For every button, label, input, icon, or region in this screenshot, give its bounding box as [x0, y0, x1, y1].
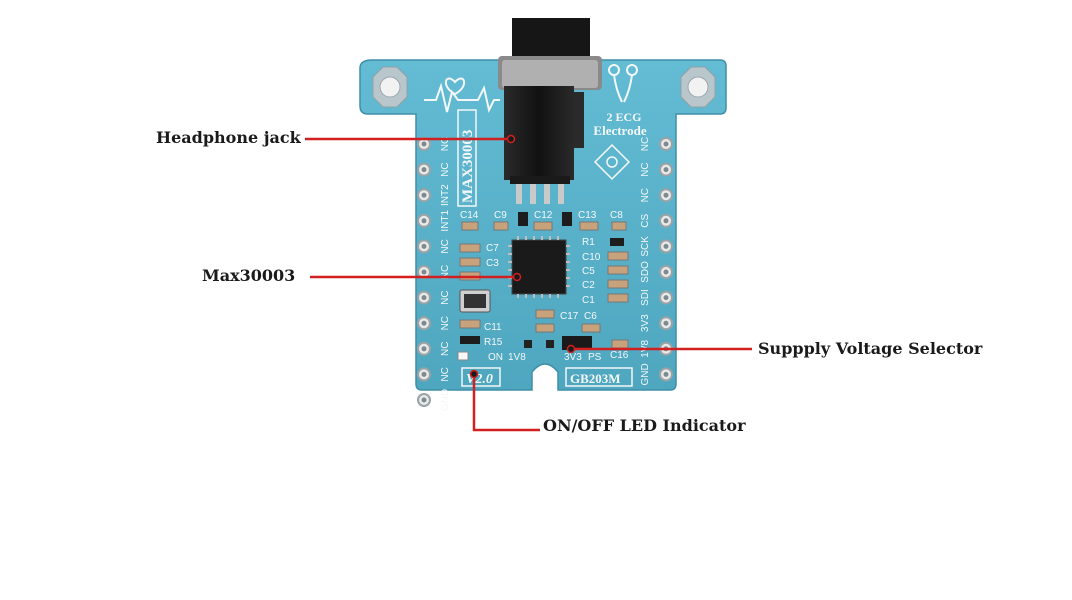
label-c12: C12 — [534, 210, 553, 221]
right-pin-label: CS — [640, 214, 651, 228]
label-ps: PS — [588, 352, 602, 363]
left-pin-hole — [421, 167, 427, 173]
label-1v8: 1V8 — [508, 352, 526, 363]
electrode-icon — [608, 64, 638, 103]
right-pin-label: GND — [640, 363, 651, 385]
dot-max30003 — [512, 272, 522, 282]
leader-lines — [305, 137, 752, 432]
leader-dots — [469, 134, 576, 379]
left-pin-label: INT1 — [440, 210, 451, 232]
right-pin-label: 3V3 — [640, 314, 651, 332]
left-pin-hole — [421, 269, 427, 275]
label-c6: C6 — [584, 311, 597, 322]
label-c5: C5 — [582, 266, 595, 277]
chip-outline-icon — [593, 143, 631, 181]
callout-led-indicator: ON/OFF LED Indicator — [543, 416, 746, 435]
label-c2: C2 — [582, 280, 595, 291]
smd-components — [457, 212, 629, 361]
left-pin-label: GND — [440, 389, 451, 411]
label-r1: R1 — [582, 237, 595, 248]
ecg-label-line1: 2 ECG — [606, 110, 641, 124]
label-c8: C8 — [610, 210, 623, 221]
right-pin-hole — [663, 141, 669, 147]
right-pin-hole — [663, 192, 669, 198]
left-pin-hole — [421, 218, 427, 224]
left-pin-hole — [421, 320, 427, 326]
label-c17: C17 — [560, 311, 579, 322]
max30003-chip — [508, 236, 570, 298]
ecg-label-line2: Electrode — [593, 123, 646, 138]
right-pin-label: SCK — [640, 236, 651, 257]
leader-led-indicator — [472, 374, 540, 432]
left-pin-hole — [421, 397, 427, 403]
label-r15: R15 — [484, 337, 503, 348]
right-pin-hole — [663, 218, 669, 224]
label-c9: C9 — [494, 210, 507, 221]
label-3v3: 3V3 — [564, 352, 582, 363]
left-pin-hole — [421, 346, 427, 352]
left-pin-hole — [421, 295, 427, 301]
chip-name-silkscreen: MAX30003 — [460, 130, 476, 203]
callout-max30003: Max30003 — [202, 266, 296, 285]
label-c3: C3 — [486, 258, 499, 269]
right-pin-label: NC — [640, 162, 651, 176]
left-pin-hole — [421, 141, 427, 147]
right-pin-label: NC — [640, 188, 651, 202]
dot-headphone-jack — [506, 134, 516, 144]
label-c11: C11 — [484, 322, 502, 333]
left-pin-label: NC — [440, 342, 451, 356]
left-pin-label: NC — [440, 162, 451, 176]
left-pin-label: NC — [440, 367, 451, 381]
label-c13: C13 — [578, 210, 597, 221]
right-pin-hole — [663, 269, 669, 275]
left-pin-label: NC — [440, 239, 451, 253]
left-pin-hole — [421, 243, 427, 249]
label-c14: C14 — [460, 210, 479, 221]
label-c1: C1 — [582, 295, 595, 306]
right-pin-hole — [663, 371, 669, 377]
pcb-board: 2 ECG Electrode MAX30003 NCNCINT2INT1NCN… — [359, 59, 727, 411]
right-pin-hole — [663, 243, 669, 249]
mount-hole-right — [680, 66, 716, 108]
right-pin-hole — [663, 167, 669, 173]
callout-headphone-jack: Headphone jack — [156, 128, 301, 147]
left-pin-label: NC — [440, 265, 451, 279]
heart-ecg-logo — [424, 77, 500, 113]
right-pin-label: SDO — [640, 261, 651, 283]
dot-led-indicator — [469, 369, 479, 379]
right-pin-label: SDI — [640, 289, 651, 306]
right-pin-label: NC — [640, 137, 651, 151]
model-silkscreen: GB203M — [570, 371, 621, 386]
right-pin-hole — [663, 320, 669, 326]
mount-hole-left — [372, 66, 408, 108]
left-pin-label: INT2 — [440, 184, 451, 206]
right-pin-hole — [663, 295, 669, 301]
label-c16: C16 — [610, 350, 629, 361]
callout-supply-selector: Suppply Voltage Selector — [758, 339, 983, 358]
label-c10: C10 — [582, 252, 601, 263]
left-pin-hole — [421, 192, 427, 198]
left-pin-label: NC — [440, 137, 451, 151]
dot-supply-selector — [566, 344, 576, 354]
label-on: ON — [488, 352, 503, 363]
left-pin-label: NC — [440, 290, 451, 304]
headphone-jack — [498, 18, 602, 204]
label-c7: C7 — [486, 243, 499, 254]
left-pin-hole — [421, 371, 427, 377]
left-pin-label: NC — [440, 316, 451, 330]
